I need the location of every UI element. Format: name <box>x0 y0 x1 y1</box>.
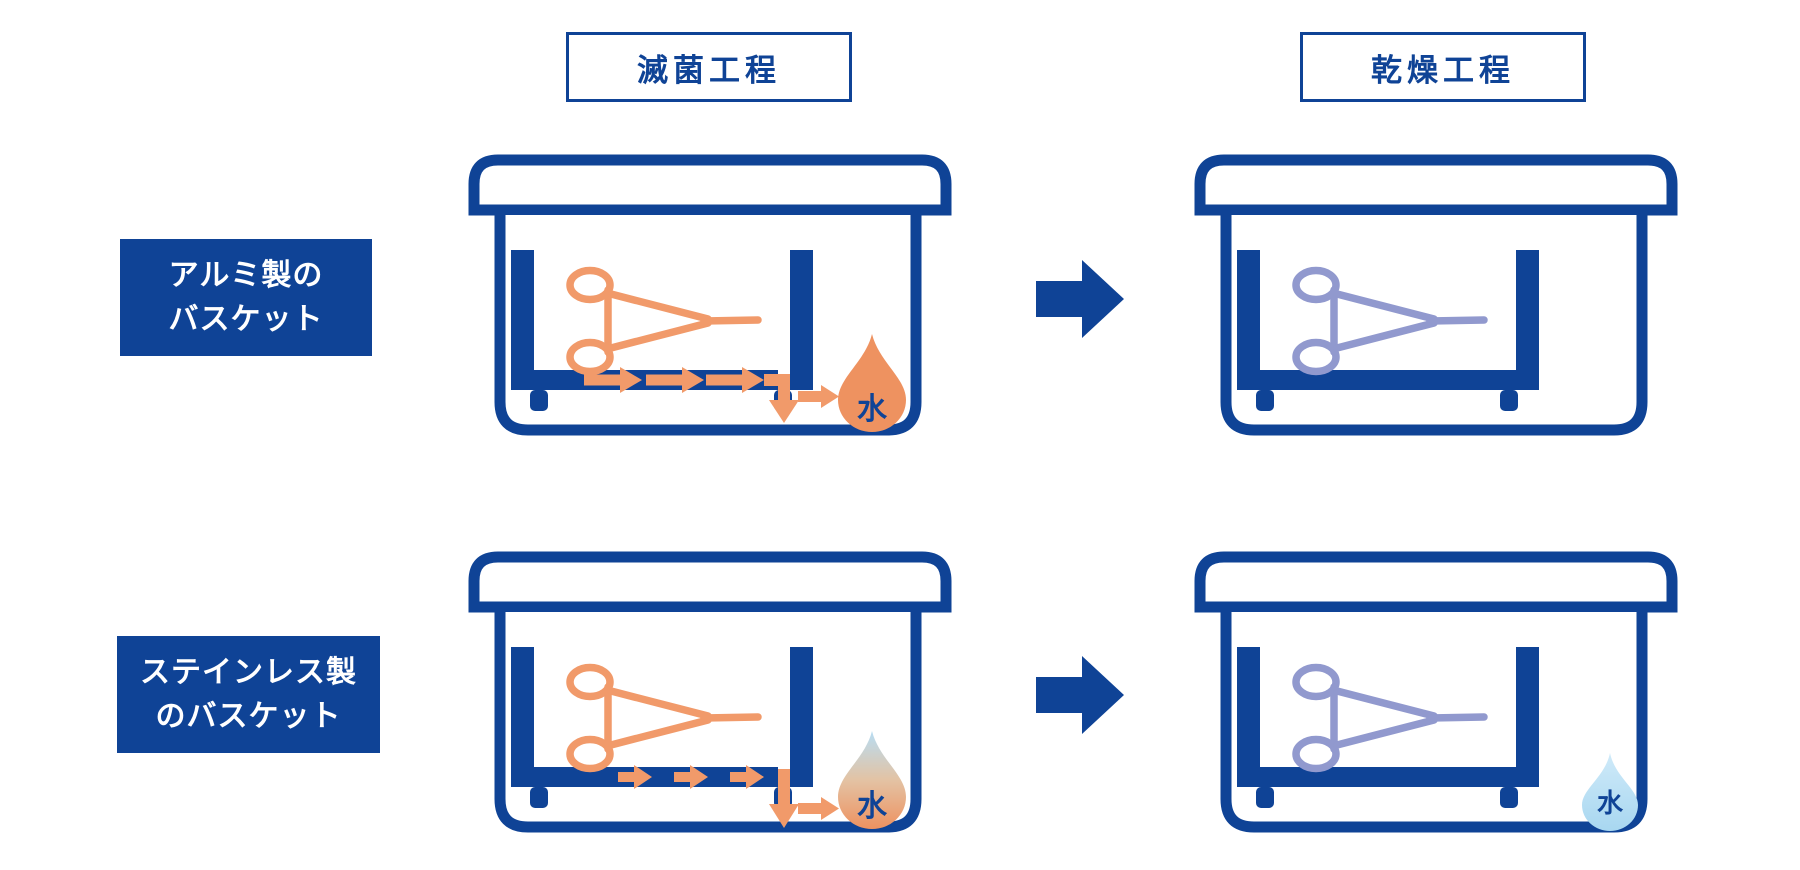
water-drop-icon <box>838 731 906 829</box>
water-drop-label: 水 <box>1597 788 1624 818</box>
process-arrow-right-icon <box>1036 260 1124 338</box>
sterilization-container-icon <box>1200 160 1672 430</box>
water-drop-icon <box>838 334 906 432</box>
basket-icon <box>1494 767 1539 787</box>
row-label-aluminum: アルミ製の バスケット <box>120 239 372 356</box>
container-aluminum-sterilization: 水 <box>468 138 952 442</box>
column-header-sterilization: 滅菌工程 <box>566 32 852 102</box>
container-stainless-drying: 水 <box>1194 535 1678 839</box>
basket-icon <box>1494 370 1539 390</box>
container-stainless-sterilization: 水 <box>468 535 952 839</box>
row-label-stainless: ステインレス製 のバスケット <box>117 636 380 753</box>
container-aluminum-drying <box>1194 138 1678 442</box>
row-label-aluminum-line2: バスケット <box>168 302 324 336</box>
row-label-aluminum-line1: アルミ製の <box>168 259 324 292</box>
process-arrow-right-icon <box>1036 656 1124 734</box>
water-drop-label: 水 <box>857 393 888 426</box>
column-header-drying: 乾燥工程 <box>1300 32 1586 102</box>
row-label-stainless-line1: ステインレス製 <box>140 656 357 689</box>
water-drop-label: 水 <box>857 790 888 823</box>
water-drop-icon <box>1582 753 1638 831</box>
row-label-stainless-line2: のバスケット <box>155 699 342 733</box>
